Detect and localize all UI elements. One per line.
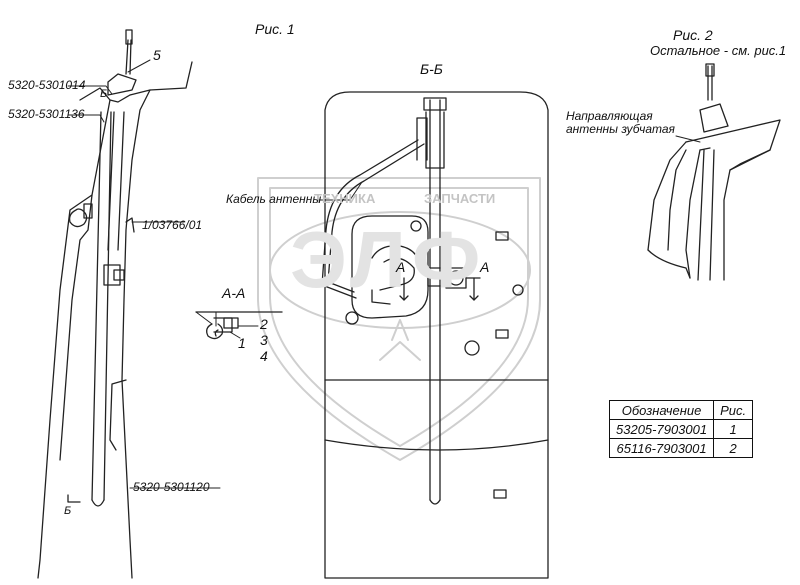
fig2-drawing xyxy=(647,63,781,281)
fig2-note: Остальное - см. рис.1 xyxy=(650,43,787,58)
section-bb-drawing xyxy=(321,91,549,579)
part-label-5320-5301014: 5320-5301014 xyxy=(8,78,86,92)
fig1-drawing xyxy=(37,29,193,579)
fig2-title: Рис. 2 xyxy=(673,27,713,43)
table-header-row: Обозначение Рис. xyxy=(608,400,754,420)
part-label-1-03766-01: 1/03766/01 xyxy=(142,218,203,232)
table-row: 53205-7903001 1 xyxy=(608,419,754,439)
watermark-text-2: ЗАПЧАСТИ xyxy=(424,191,496,206)
callout-a-right: А xyxy=(480,259,490,275)
leader-lines xyxy=(67,59,701,489)
fig1-title: Рис. 1 xyxy=(255,21,295,37)
callout-2: 2 xyxy=(260,316,268,332)
table-header-designation: Обозначение xyxy=(608,400,715,420)
table-cell-designation: 53205-7903001 xyxy=(608,419,715,439)
watermark-logo: ЭЛФ xyxy=(290,215,487,304)
callout-b-top: Б xyxy=(100,88,108,100)
table-cell-figure: 1 xyxy=(713,419,754,439)
table-cell-figure: 2 xyxy=(713,438,754,458)
callout-5: 5 xyxy=(153,47,161,63)
section-aa-drawing xyxy=(195,311,283,340)
table-header-figure: Рис. xyxy=(713,400,754,420)
cable-label: Кабель антенны xyxy=(226,192,322,206)
watermark-shield xyxy=(257,177,541,461)
section-aa-title: А-А xyxy=(222,285,246,301)
guide-label-line2: антенны зубчатая xyxy=(566,122,675,136)
part-label-5320-5301120: 5320-5301120 xyxy=(133,480,210,494)
guide-label-line1: Направляющая xyxy=(566,109,653,123)
table-cell-designation: 65116-7903001 xyxy=(608,438,715,458)
part-label-5320-5301136: 5320-5301136 xyxy=(8,107,85,121)
watermark-text-1: ТЕХНИКА xyxy=(314,191,376,206)
callout-a-left: А xyxy=(396,259,406,275)
section-bb-title: Б-Б xyxy=(420,61,443,77)
specification-table: Обозначение Рис. 53205-7903001 1 65116-7… xyxy=(608,400,754,458)
callout-4: 4 xyxy=(260,348,268,364)
callout-1: 1 xyxy=(238,335,246,351)
callout-b-bottom: Б xyxy=(64,505,72,517)
table-row: 65116-7903001 2 xyxy=(608,438,754,458)
callout-3: 3 xyxy=(260,332,268,348)
